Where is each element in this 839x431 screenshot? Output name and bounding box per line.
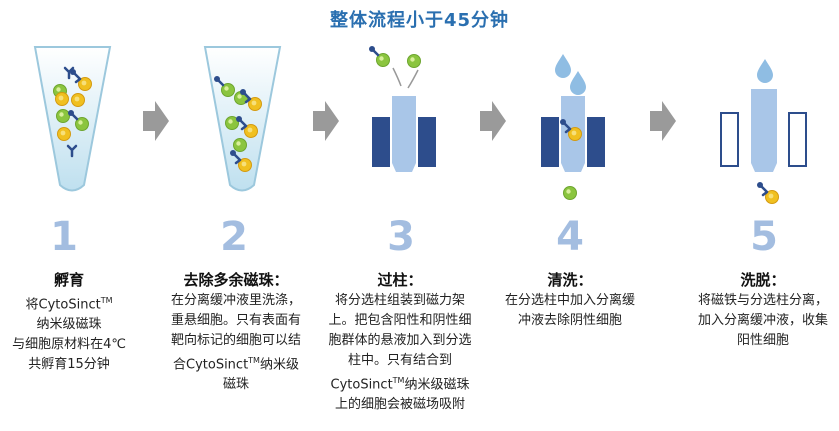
tube-step2: [203, 46, 282, 192]
step-title-5: 洗脱：: [740, 271, 786, 289]
column-step5: [720, 59, 807, 205]
step-desc-2: 在分离缓冲液里洗涤， 重悬细胞。只有表面有 靶向标记的细胞可以结 合CytoSi…: [170, 293, 301, 393]
arrow-3-to-4: [480, 101, 506, 141]
step-title-4: 清洗：: [547, 271, 593, 289]
step-desc-3: 将分选柱组装到磁力架 上。把包含阳性和阴性细 胞群体的悬液加入到分选 柱中。只有…: [328, 293, 472, 413]
step-number-1: 1: [50, 214, 78, 260]
arrow-4-to-5: [650, 101, 676, 141]
step-desc-4: 在分选柱中加入分离缓 冲液去除阴性细胞: [504, 293, 635, 328]
tube-step1: [33, 46, 112, 192]
step-desc-1: 将CytoSinctTM 纳米级磁珠 与细胞原材料在4℃ 共孵育15分钟: [12, 296, 126, 373]
step-title-1: 孵育: [53, 271, 84, 289]
step-title-3: 过柱：: [377, 271, 423, 289]
step-number-5: 5: [750, 214, 778, 260]
step-title-2: 去除多余磁珠：: [183, 271, 289, 289]
arrow-1-to-2: [143, 101, 169, 141]
step-desc-5: 将磁铁与分选柱分离， 加入分离缓冲液，收集 阳性细胞: [697, 293, 828, 348]
column-step4: [541, 54, 605, 200]
column-step3: [367, 44, 436, 172]
step-number-2: 2: [220, 214, 248, 260]
step-number-3: 3: [387, 214, 415, 260]
step-number-4: 4: [556, 214, 584, 260]
page-title: 整体流程小于45分钟: [329, 10, 510, 31]
arrow-2-to-3: [313, 101, 339, 141]
